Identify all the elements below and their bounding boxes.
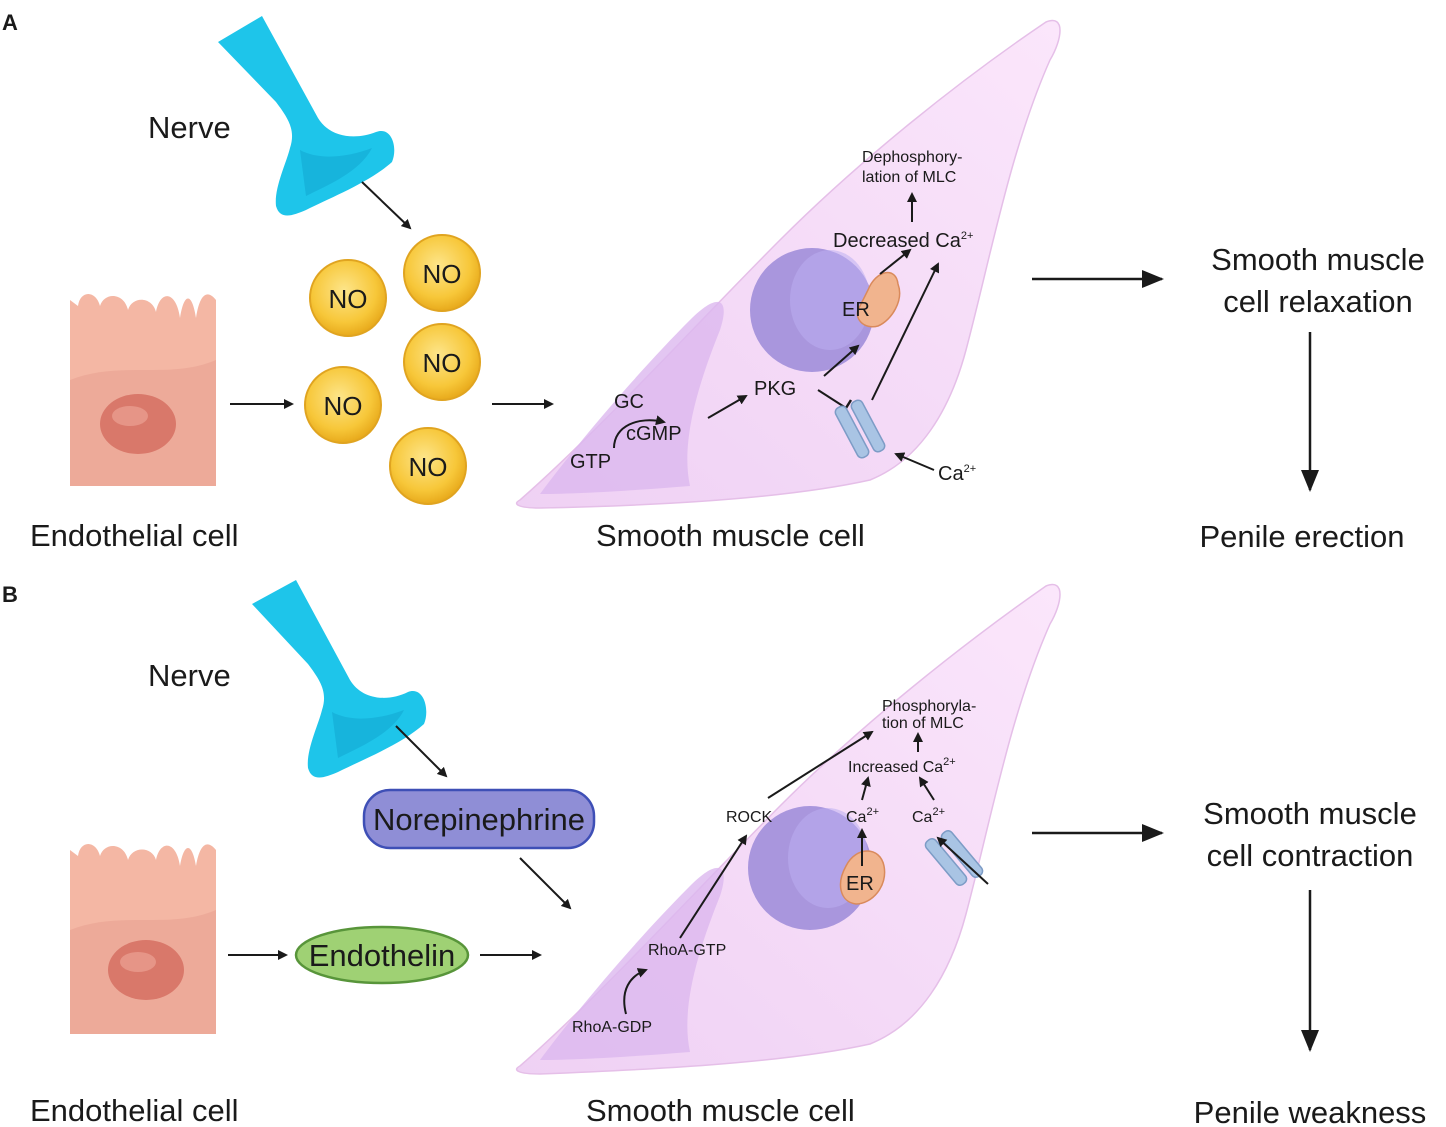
svg-text:NO: NO (423, 259, 462, 289)
norepinephrine-box: Norepinephrine (362, 788, 596, 850)
arrow-channel-to-decreased-ca (871, 262, 940, 401)
nerve-label-b: Nerve (148, 658, 231, 693)
weakness-label: Penile weakness (1194, 1095, 1427, 1127)
dephos-line1: Dephosphory- (862, 149, 963, 166)
panel-a-label: A (2, 10, 18, 35)
panel-b-label: B (2, 582, 18, 607)
calcium-channel-a (834, 399, 886, 459)
smooth-muscle-cell-b (515, 583, 1061, 1075)
svg-text:NO: NO (329, 284, 368, 314)
arrow-cgmp-to-pkg (707, 394, 748, 419)
cgmp-label: cGMP (626, 423, 682, 445)
arrow-ca-influx-b (936, 836, 989, 885)
contraction-line1: Smooth muscle (1203, 796, 1417, 831)
no-molecule: NO (403, 323, 481, 401)
svg-text:Endothelin: Endothelin (309, 938, 456, 973)
rhoa-gdp-label: RhoA-GDP (572, 1019, 652, 1036)
no-molecule: NO (304, 366, 382, 444)
smooth-muscle-cell-a (515, 19, 1061, 509)
arrow-gtp-to-cgmp (613, 415, 666, 449)
arrow-pkg-to-er (823, 344, 860, 377)
gc-label: GC (614, 391, 644, 413)
arrow-gtp-to-rock (679, 834, 748, 939)
nerve-terminal-b (252, 580, 427, 778)
dephos-line2: lation of MLC (862, 169, 956, 186)
endothelin-box: Endothelin (294, 925, 470, 985)
contraction-line2: cell contraction (1207, 838, 1414, 873)
arrow-ca-influx-a (894, 452, 935, 471)
arrow-norepinephrine-to-muscle (519, 857, 572, 910)
increased-ca-label: Increased Ca2+ (848, 756, 956, 776)
pkg-label: PKG (754, 378, 796, 400)
endothelial-cell-b (70, 844, 216, 1034)
decreased-ca-label: Decreased Ca2+ (833, 230, 973, 252)
erection-label: Penile erection (1199, 519, 1404, 554)
no-molecule: NO (309, 259, 387, 337)
panel-b: B Nerve Norepinephrine Endothelial cell … (2, 580, 1426, 1127)
endothelial-label-b: Endothelial cell (30, 1093, 239, 1127)
rhoa-gtp-label: RhoA-GTP (648, 942, 726, 959)
smooth-muscle-label-b: Smooth muscle cell (586, 1093, 855, 1127)
arrow-er-to-decreased-ca (879, 248, 912, 275)
arrow-rock-to-phos (767, 730, 874, 799)
ca-channel-label: Ca2+ (912, 806, 945, 826)
arrow-gdp-to-gtp (623, 968, 648, 1015)
nerve-label-a: Nerve (148, 110, 231, 145)
svg-text:NO: NO (409, 452, 448, 482)
arrow-nerve-to-norepinephrine (395, 725, 448, 778)
smooth-muscle-label-a: Smooth muscle cell (596, 518, 865, 553)
gtp-label: GTP (570, 451, 611, 473)
arrow-ca-channel-to-increased (918, 776, 935, 801)
er-label-a: ER (842, 299, 870, 321)
arrow-ca-to-increased (861, 776, 871, 801)
er-label-b: ER (846, 873, 874, 895)
rock-label: ROCK (726, 809, 773, 826)
inhibit-pkg-to-channel (817, 389, 847, 409)
no-molecule: NO (403, 234, 481, 312)
nerve-terminal-a (218, 16, 395, 216)
ca-er-label: Ca2+ (846, 806, 879, 826)
calcium-channel-b (924, 829, 984, 887)
svg-text:NO: NO (324, 391, 363, 421)
phos-line1: Phosphoryla- (882, 698, 976, 715)
endothelial-label-a: Endothelial cell (30, 518, 239, 553)
no-molecule: NO (389, 427, 467, 505)
arrow-nerve-to-no (361, 181, 412, 230)
endothelial-cell-a (70, 294, 216, 486)
panel-a: A Nerve Endothelial cell NO NO NO (2, 10, 1425, 554)
ca-influx-label-a: Ca2+ (938, 463, 976, 485)
svg-text:NO: NO (423, 348, 462, 378)
phos-line2: tion of MLC (882, 715, 964, 732)
svg-text:Norepinephrine: Norepinephrine (373, 802, 585, 837)
relaxation-line2: cell relaxation (1223, 284, 1413, 319)
relaxation-line1: Smooth muscle (1211, 242, 1425, 277)
